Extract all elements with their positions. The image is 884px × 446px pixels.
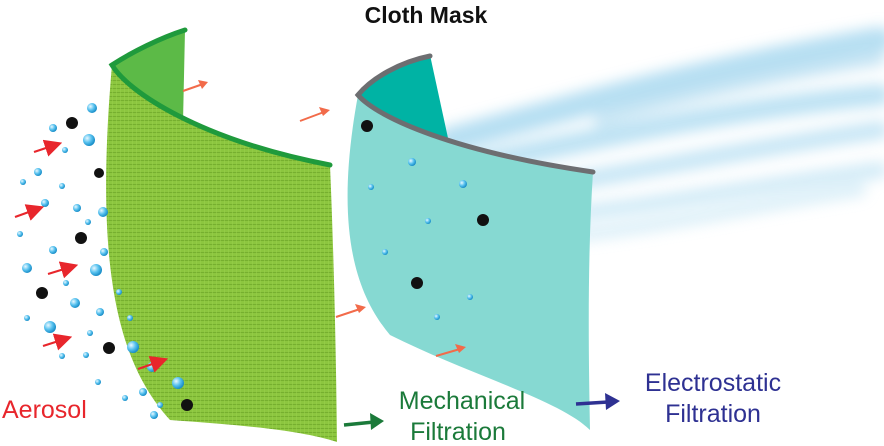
incoming-arrow [42, 333, 73, 351]
aerosol-droplet [44, 321, 56, 333]
captured-particle-black [361, 120, 373, 132]
aerosol-droplet [83, 134, 95, 146]
incoming-arrow [47, 261, 79, 279]
captured-droplet [459, 180, 467, 188]
aerosol-droplet [127, 341, 139, 353]
aerosol-particle-black [36, 287, 48, 299]
incoming-arrow [14, 204, 45, 221]
mechanical-layer [106, 27, 337, 442]
electrostatic-layer [347, 53, 596, 430]
captured-droplet [408, 158, 416, 166]
electrostatic-layer-cap [358, 55, 448, 138]
mechanical-layer-cap [112, 30, 185, 122]
incoming-arrow [137, 356, 169, 373]
mechanical-label-line1: Mechanical [399, 387, 525, 415]
electrostatic-layer-body [347, 95, 593, 430]
passing-arrow-head [355, 304, 366, 313]
diagram-title: Cloth Mask [365, 2, 488, 28]
electrostatic-arrow [575, 393, 620, 410]
aerosol-droplet [70, 298, 80, 308]
aerosol-droplet [127, 315, 133, 321]
aerosol-droplet [96, 308, 104, 316]
captured-droplet [434, 314, 440, 320]
captured-droplet [425, 218, 431, 224]
aerosol-particle-black [75, 232, 87, 244]
aerosol-droplet [73, 204, 81, 212]
aerosol-droplet [83, 352, 89, 358]
aerosol-particle-black [181, 399, 193, 411]
captured-droplet [382, 249, 388, 255]
electrostatic-layer-edge [354, 53, 596, 175]
aerosol-droplet [62, 147, 68, 153]
mechanical-layer-body [106, 65, 337, 442]
mechanical-layer-edge [108, 27, 333, 168]
aerosol-droplet [17, 231, 23, 237]
passing-arrow [435, 348, 461, 357]
aerosol-droplet [49, 246, 57, 254]
passing-arrow-head [455, 344, 466, 353]
aerosol-particle-black [103, 342, 115, 354]
incoming-arrow [33, 139, 63, 157]
electrostatic-label-line1: Electrostatic [645, 369, 781, 397]
aerosol-droplet [24, 315, 30, 321]
aerosol-droplet [172, 377, 184, 389]
aerosol-droplet [87, 330, 93, 336]
aerosol-droplet [157, 402, 163, 408]
captured-particle-black [411, 277, 423, 289]
incoming-arrows [14, 139, 169, 373]
aerosol-droplet [22, 263, 32, 273]
aerosol-droplet [98, 207, 108, 217]
mechanical-arrow [343, 413, 384, 430]
aerosol-droplet [59, 353, 65, 359]
aerosol-droplet [95, 379, 101, 385]
aerosol-droplet [41, 199, 49, 207]
aerosol-droplet [139, 388, 147, 396]
aerosol-droplet [85, 219, 91, 225]
aerosol-droplet [150, 411, 158, 419]
passing-arrow [299, 111, 325, 122]
mechanical-label-line2: Filtration [410, 418, 506, 446]
aerosol-droplet [63, 280, 69, 286]
passing-arrow [335, 308, 361, 318]
captured-droplet [368, 184, 374, 190]
passing-arrows [182, 80, 466, 357]
aerosol-droplet [122, 395, 128, 401]
captured-particle-black [477, 214, 489, 226]
aerosol-particle-black [94, 168, 104, 178]
aerosol-label: Aerosol [2, 396, 87, 424]
aerosol-droplet [20, 179, 26, 185]
aerosol-droplet [116, 289, 122, 295]
passing-arrow-head [198, 80, 208, 89]
aerosol-droplet [34, 168, 42, 176]
aerosol-particle-black [66, 117, 78, 129]
aerosol-droplet [100, 248, 108, 256]
captured-droplet [467, 294, 473, 300]
electrostatic-label-line2: Filtration [665, 400, 761, 428]
aerosol-droplet [90, 264, 102, 276]
aerosol-droplet [87, 103, 97, 113]
aerosol-droplet [59, 183, 65, 189]
passing-arrow [182, 83, 204, 92]
passing-arrow-head [319, 107, 330, 116]
aerosol-droplet [49, 124, 57, 132]
